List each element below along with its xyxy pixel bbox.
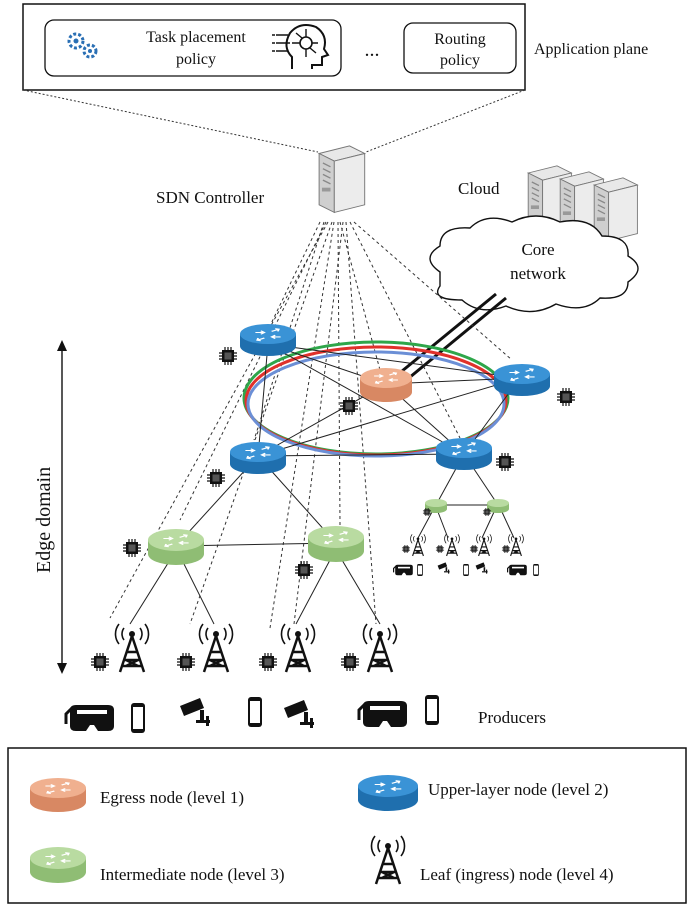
routing-label-line2: policy xyxy=(440,52,480,69)
egress-router xyxy=(360,368,412,402)
upper-layer-router-1 xyxy=(240,324,296,356)
legend-egress-label: Egress node (level 1) xyxy=(100,788,244,807)
intermediate-router-2 xyxy=(308,526,364,562)
core-link xyxy=(395,292,507,384)
application-plane: Task placement policy ... Routing policy… xyxy=(22,3,648,91)
legend: Egress node (level 1) Upper-layer node (… xyxy=(7,747,687,904)
camera-icon xyxy=(180,698,210,726)
task-placement-label-line2: policy xyxy=(176,51,216,68)
task-placement-label-line1: Task placement xyxy=(146,29,246,46)
camera-icon xyxy=(284,700,314,728)
core-network-line2: network xyxy=(510,264,566,283)
core-network-cloud xyxy=(429,215,639,313)
edge-ring xyxy=(242,340,510,458)
cloud-label: Cloud xyxy=(458,179,500,198)
vr-headset-icon xyxy=(357,699,409,729)
upper-layer-router-3 xyxy=(230,442,286,474)
intermediate-router-small-2 xyxy=(487,499,509,513)
task-placement-policy-box xyxy=(44,19,342,77)
control-plane-lines xyxy=(109,221,513,629)
legend-upper-layer-icon xyxy=(358,775,418,811)
sdn-controller-server-icon xyxy=(318,145,366,214)
producers-label: Producers xyxy=(478,708,546,727)
legend-intermediate-label: Intermediate node (level 3) xyxy=(100,865,285,884)
vr-headset-icon xyxy=(64,703,116,733)
intermediate-router-1 xyxy=(148,529,204,565)
ellipsis: ... xyxy=(365,39,380,61)
legend-box xyxy=(7,747,687,904)
application-plane-label: Application plane xyxy=(534,41,648,58)
upper-layer-router-2 xyxy=(494,364,550,396)
smartphone-icon xyxy=(131,703,145,733)
ai-head-icon xyxy=(272,24,330,69)
legend-egress-icon xyxy=(30,778,86,812)
sdn-controller-label: SDN Controller xyxy=(156,188,264,207)
edge-domain-arrow xyxy=(57,340,67,674)
upper-layer-router-4 xyxy=(436,438,492,470)
routing-label-line1: Routing xyxy=(434,31,486,48)
smartphone-icon xyxy=(425,695,439,725)
gears-icon xyxy=(67,32,98,59)
legend-leaf-label: Leaf (ingress) node (level 4) xyxy=(420,865,614,884)
edge-domain-label: Edge domain xyxy=(33,467,55,573)
plane-projection-lines xyxy=(22,89,526,153)
smartphone-icon xyxy=(248,697,262,727)
legend-intermediate-icon xyxy=(30,847,86,883)
core-network-line1: Core xyxy=(521,240,554,259)
legend-upper-layer-label: Upper-layer node (level 2) xyxy=(428,780,608,799)
routing-policy-box xyxy=(403,22,517,74)
access-links xyxy=(129,511,515,625)
